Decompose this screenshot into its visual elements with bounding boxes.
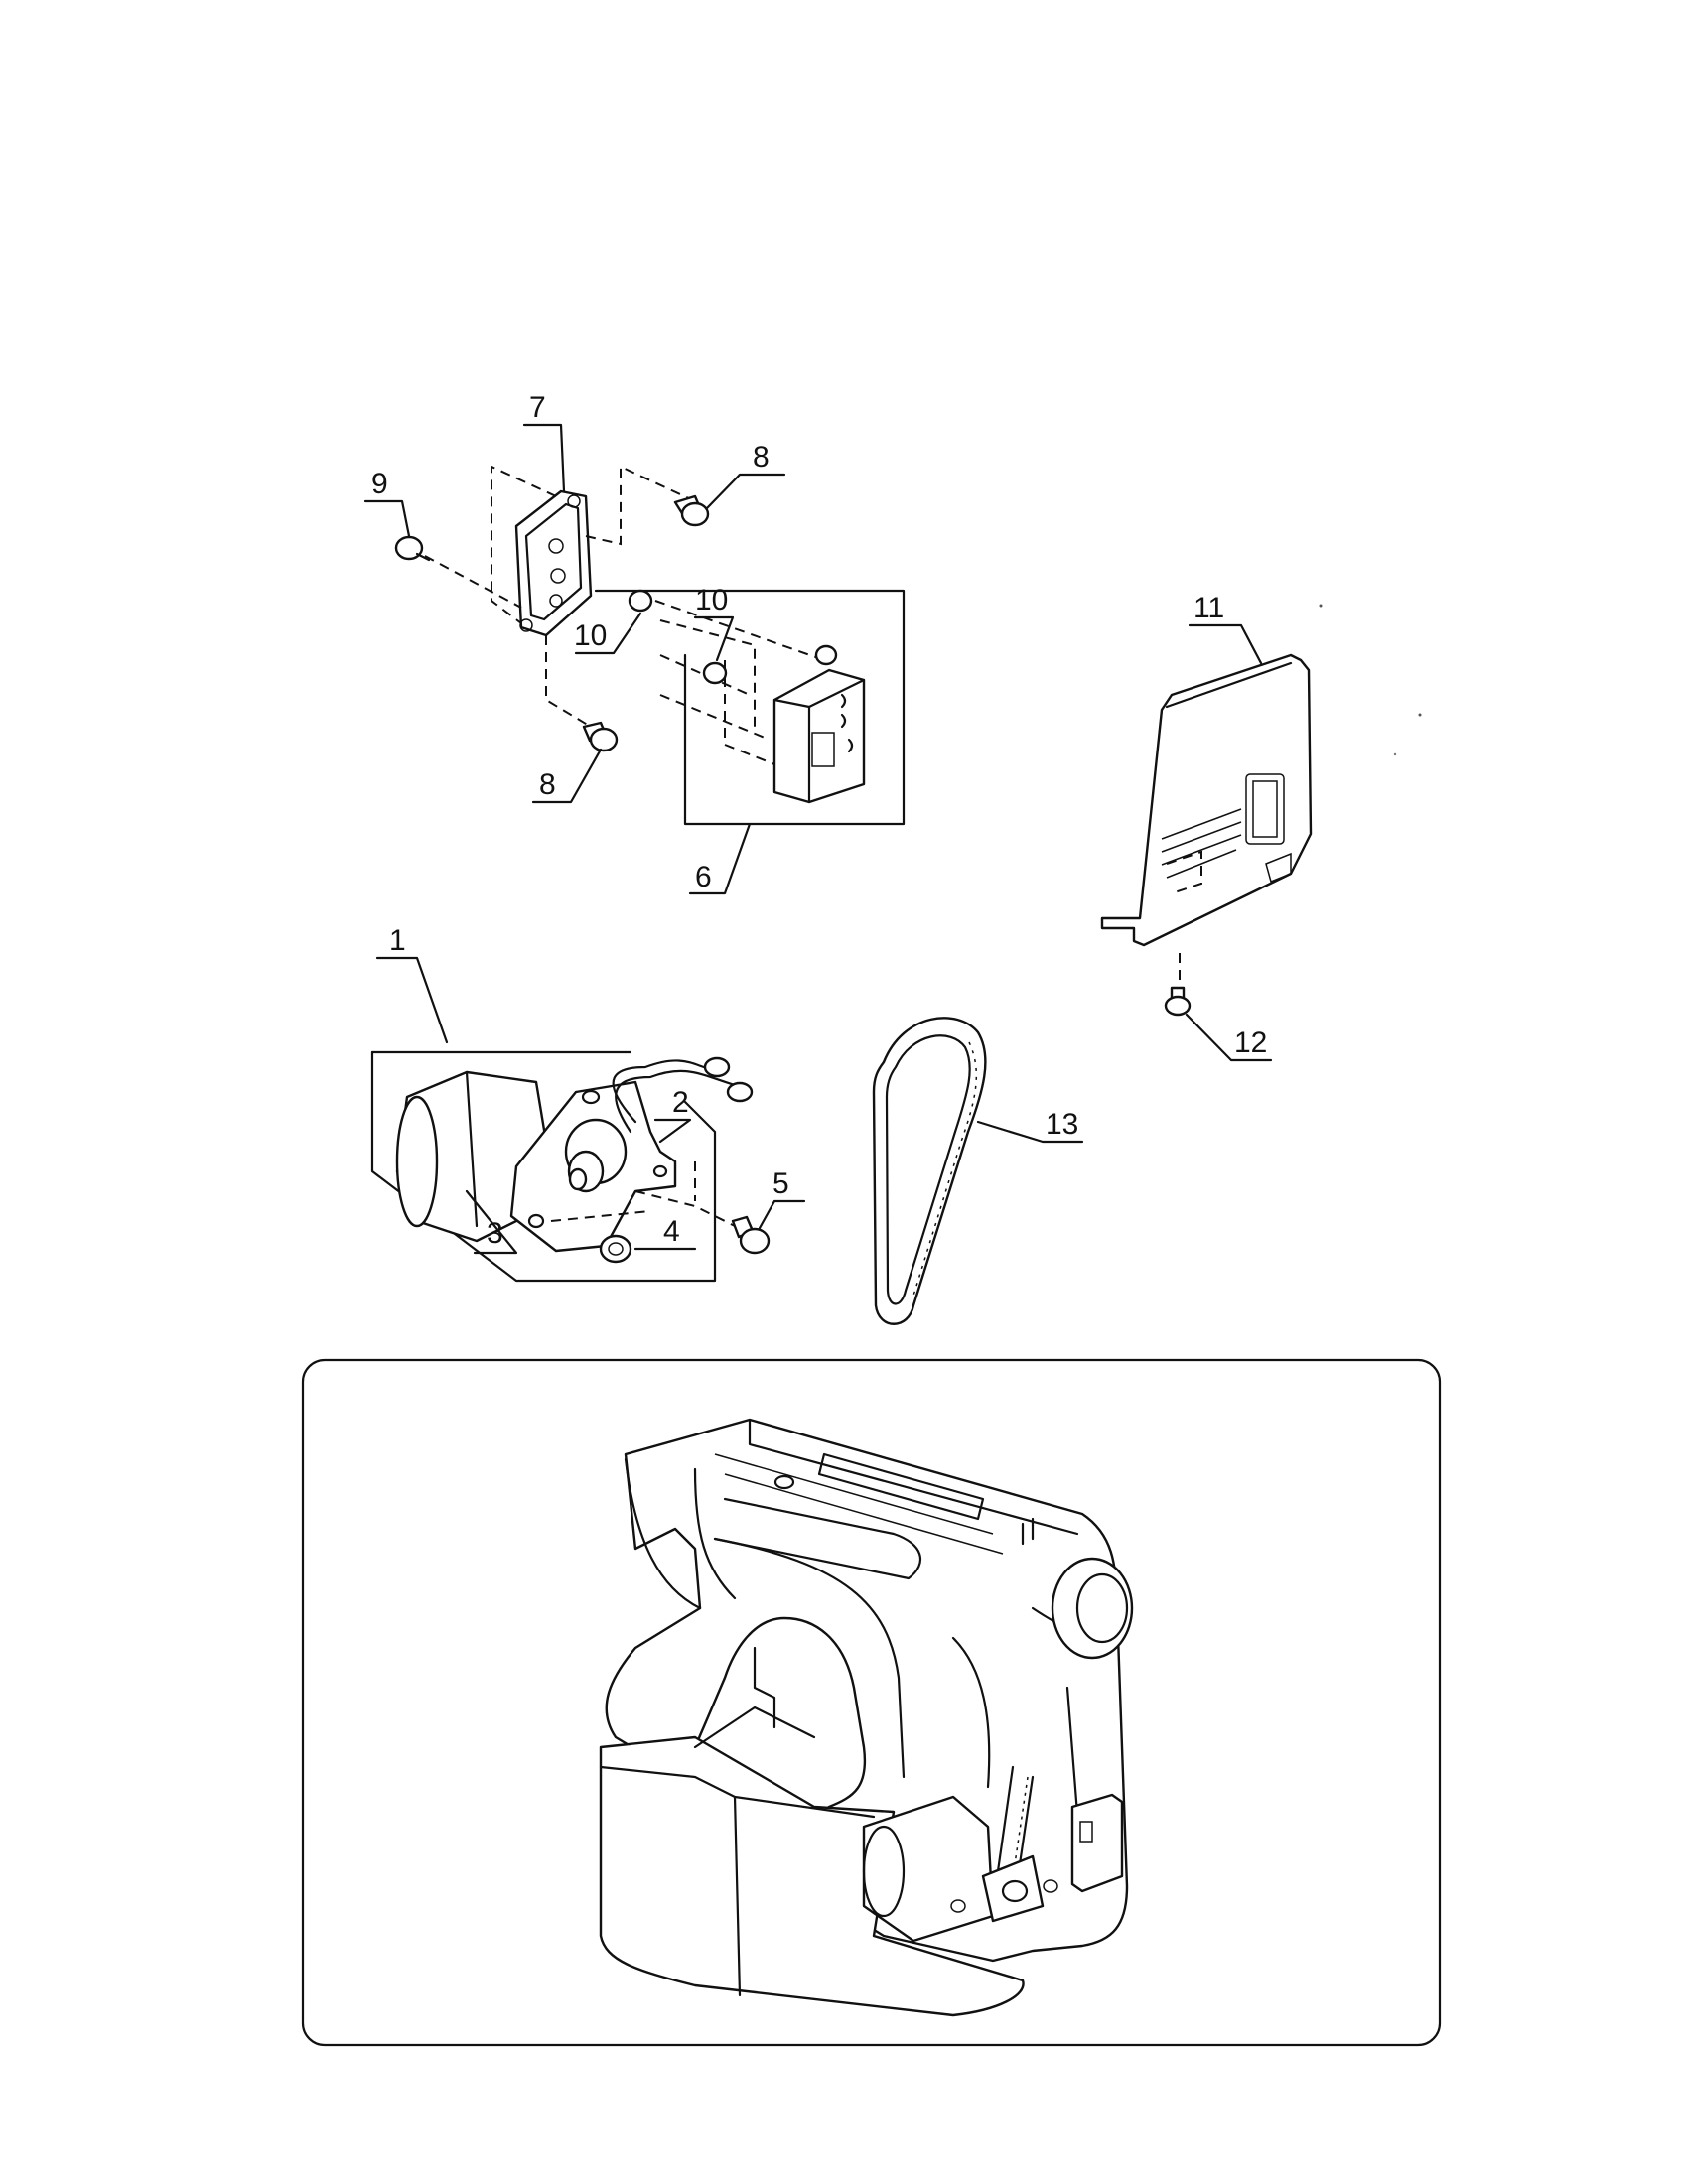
callout-13: 13 — [1046, 1108, 1078, 1141]
screw-4 — [599, 1234, 632, 1264]
callout-12: 12 — [1234, 1026, 1267, 1059]
callout-4: 4 — [663, 1215, 680, 1248]
callout-10-left: 10 — [574, 619, 607, 652]
callout-7: 7 — [529, 391, 546, 424]
callout-9: 9 — [371, 468, 388, 500]
callout-8-upper: 8 — [753, 441, 770, 474]
part-7-bracket — [424, 465, 696, 731]
callout-6: 6 — [695, 861, 712, 893]
scan-speck — [1418, 713, 1422, 717]
callout-11: 11 — [1193, 592, 1224, 624]
machine-overview-inset — [301, 1358, 1442, 2047]
callout-5: 5 — [772, 1167, 789, 1200]
scan-speck — [1393, 752, 1397, 756]
callout-1: 1 — [389, 924, 406, 957]
screw-9 — [394, 535, 431, 562]
part-13-belt — [872, 1017, 987, 1325]
part-11-rear-cover — [1100, 653, 1313, 998]
screw-8-upper — [673, 494, 710, 527]
callout-10-right: 10 — [695, 584, 728, 616]
part-6-switch-assembly — [594, 589, 906, 826]
scan-speck — [1319, 604, 1323, 608]
callout-2: 2 — [672, 1086, 689, 1119]
screw-12 — [1164, 986, 1192, 1017]
screw-5 — [731, 1215, 771, 1255]
callouts: 1 2 3 4 5 6 7 8 8 9 10 10 11 — [363, 391, 1273, 1255]
screw-8-lower — [582, 721, 619, 752]
part-1-motor-assembly — [370, 1050, 754, 1283]
callout-8-lower: 8 — [539, 768, 556, 801]
callout-3: 3 — [487, 1217, 503, 1250]
